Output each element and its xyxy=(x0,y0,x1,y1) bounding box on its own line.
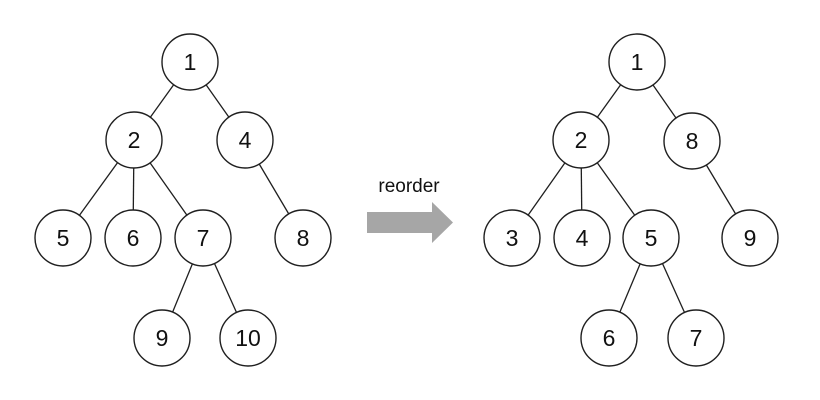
tree-node-label: 8 xyxy=(686,128,699,154)
tree-node-circle xyxy=(552,111,610,169)
tree-node-circle xyxy=(34,209,92,267)
tree-node-label: 5 xyxy=(57,225,70,251)
tree-node-label: 5 xyxy=(645,225,658,251)
tree-node-circle xyxy=(622,209,680,267)
tree-node-circle xyxy=(667,309,725,367)
tree-node-circle xyxy=(161,33,219,91)
tree-node-label: 2 xyxy=(575,127,588,153)
tree-node-label: 6 xyxy=(603,325,616,351)
tree-node-circle xyxy=(133,309,191,367)
tree-node-label: 4 xyxy=(239,127,252,153)
tree-node-label: 9 xyxy=(744,225,757,251)
tree-node-label: 7 xyxy=(690,325,703,351)
tree-node-label: 9 xyxy=(156,325,169,351)
tree-node-label: 7 xyxy=(197,225,210,251)
tree-node-circle xyxy=(104,209,162,267)
tree-node-label: 1 xyxy=(631,49,644,75)
tree-node-circle xyxy=(274,209,332,267)
after-tree: 1 2 8 3 4 5 9 6 7 xyxy=(483,33,779,367)
tree-node-label: 2 xyxy=(128,127,141,153)
tree-node-label: 10 xyxy=(235,325,261,351)
before-tree: 1 2 4 5 6 7 8 9 10 xyxy=(34,33,332,367)
reorder-arrow-group: reorder xyxy=(367,176,453,243)
tree-node-circle xyxy=(580,309,638,367)
tree-node-circle xyxy=(483,209,541,267)
tree-node-label: 8 xyxy=(297,225,310,251)
tree-node-circle xyxy=(174,209,232,267)
tree-node-circle xyxy=(105,111,163,169)
tree-node-circle xyxy=(219,309,277,367)
tree-node-circle xyxy=(721,209,779,267)
tree-node-label: 3 xyxy=(506,225,519,251)
tree-node-circle xyxy=(663,112,721,170)
tree-node-circle xyxy=(608,33,666,91)
tree-node-circle xyxy=(216,111,274,169)
tree-node-label: 6 xyxy=(127,225,140,251)
arrow-right-icon xyxy=(367,202,453,243)
tree-node-label: 1 xyxy=(184,49,197,75)
tree-node-label: 4 xyxy=(576,225,589,251)
reorder-label: reorder xyxy=(378,176,440,197)
tree-node-circle xyxy=(553,209,611,267)
